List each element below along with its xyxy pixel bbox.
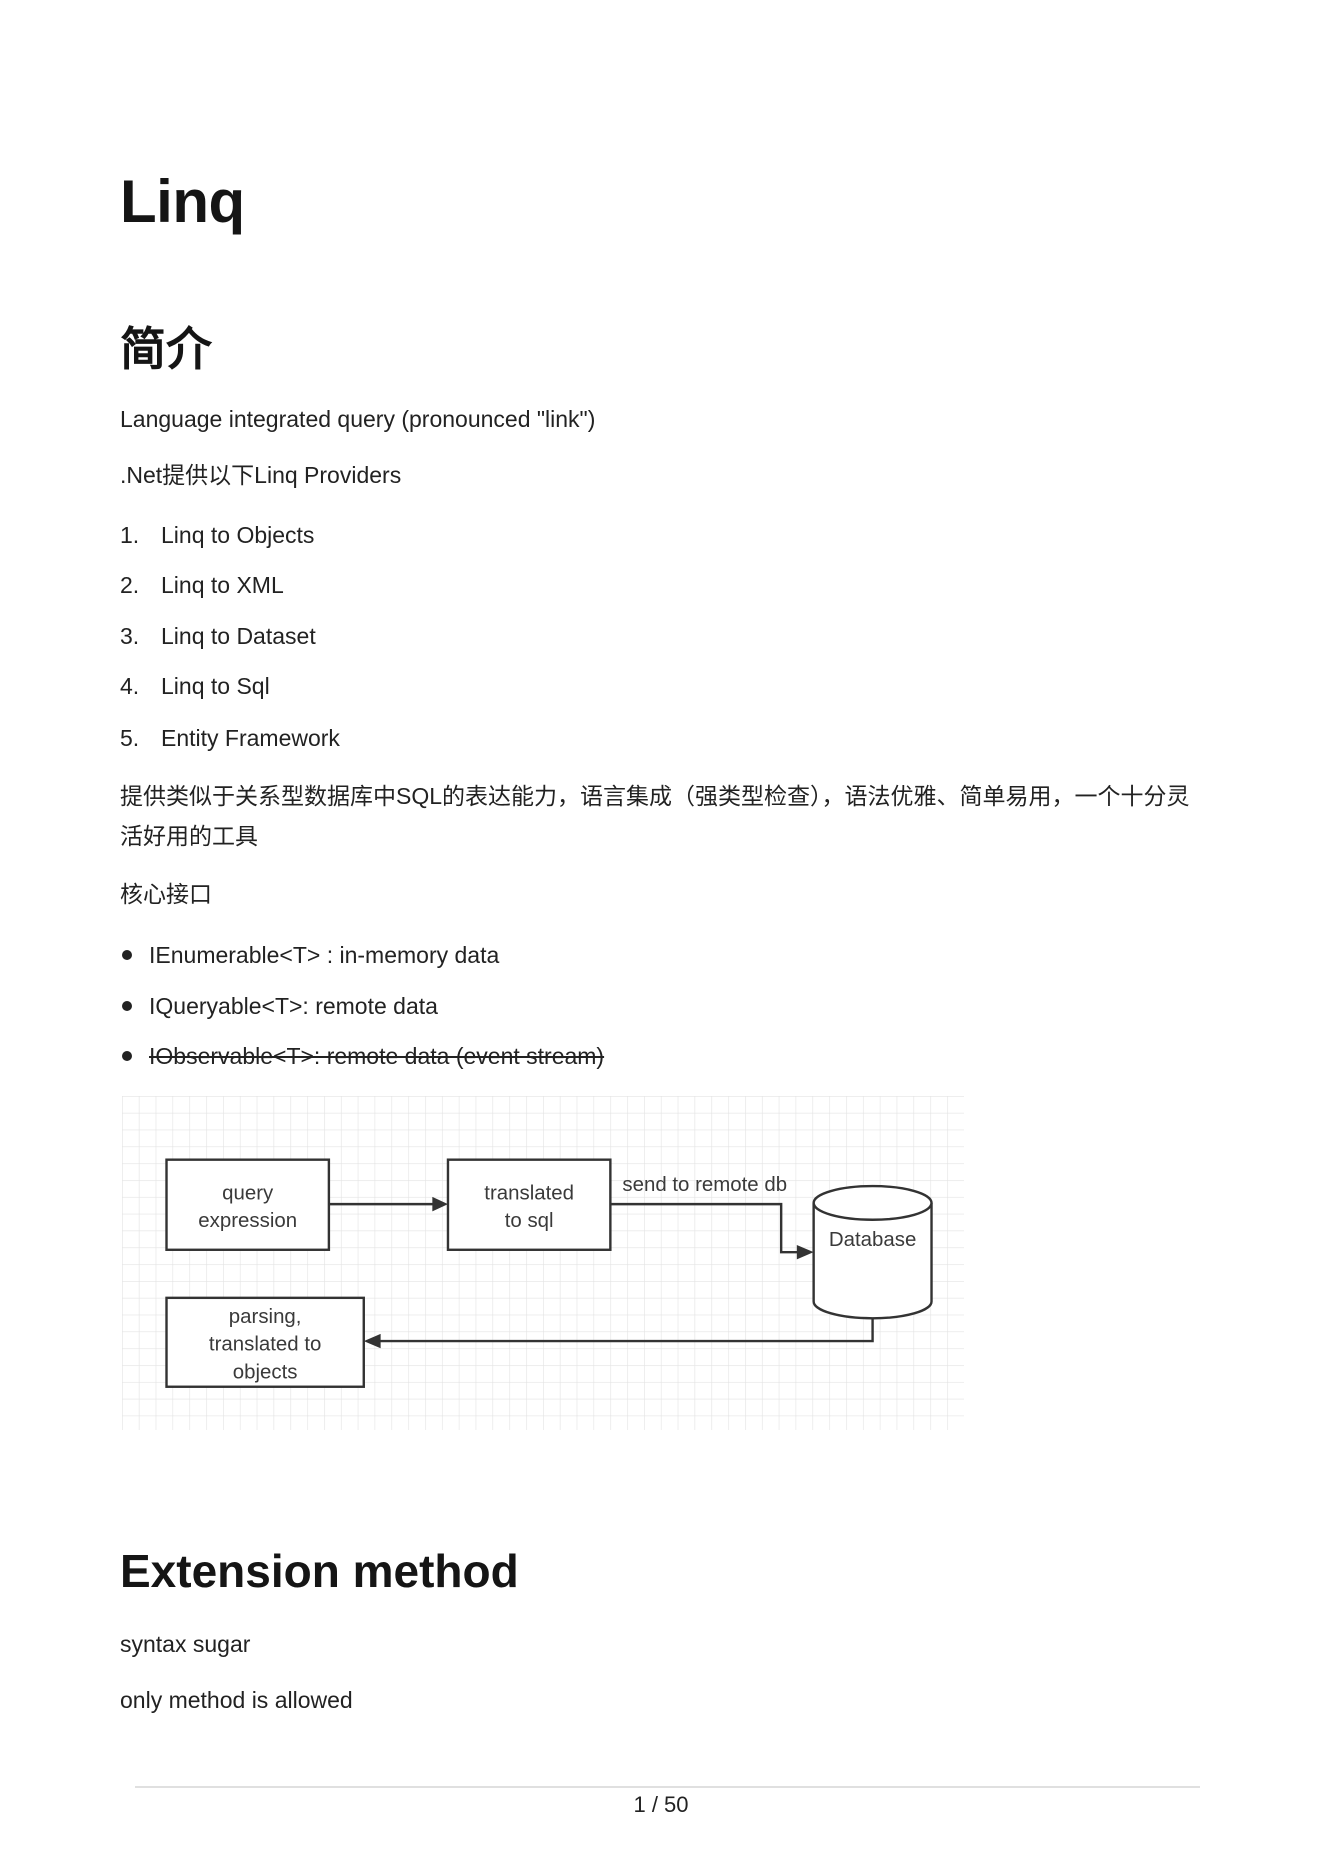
summary-paragraph: 提供类似于关系型数据库中SQL的表达能力，语言集成（强类型检查），语法优雅、简单…	[120, 783, 1190, 849]
list-number: 4.	[120, 673, 140, 699]
list-item-text: Linq to XML	[161, 572, 284, 598]
footer-divider	[135, 1786, 1200, 1788]
page-title: Linq	[120, 168, 245, 235]
linq-flow-diagram: query expression translated to sql send …	[122, 1096, 964, 1430]
list-item-text: Entity Framework	[161, 725, 340, 751]
section-heading-extension-method: Extension method	[120, 1545, 519, 1597]
definition-paragraph: Language integrated query (pronounced "l…	[120, 406, 596, 432]
list-number: 2.	[120, 572, 140, 598]
extension-paragraph: syntax sugar	[120, 1631, 251, 1657]
section-heading-intro: 简介	[120, 323, 212, 375]
query-expression-box: query expression	[165, 1158, 331, 1251]
box-label: to sql	[505, 1210, 554, 1232]
send-to-remote-db-label: send to remote db	[622, 1174, 787, 1196]
list-number: 3.	[120, 623, 140, 649]
list-item-text: IQueryable<T>: remote data	[149, 993, 438, 1019]
box-label: expression	[198, 1210, 297, 1232]
box-label: translated to	[209, 1334, 321, 1356]
arrow-left-icon	[363, 1318, 874, 1349]
box-label: objects	[233, 1361, 298, 1383]
page-number: 1 / 50	[633, 1792, 689, 1817]
list-item-text: IObservable<T>: remote data (event strea…	[149, 1043, 605, 1069]
translate-to-sql-box: translated to sql	[446, 1158, 612, 1251]
list-item-text: Linq to Objects	[161, 522, 315, 548]
bullet-icon	[122, 1001, 132, 1011]
core-interfaces-label: 核心接口	[120, 881, 212, 907]
database-label: Database	[829, 1229, 916, 1251]
box-label: parsing,	[229, 1306, 302, 1328]
list-item-text: Linq to Sql	[161, 673, 270, 699]
arrow-right-icon	[328, 1196, 448, 1212]
extension-paragraph: only method is allowed	[120, 1687, 353, 1713]
database-icon: Database	[812, 1184, 933, 1320]
box-label: query	[222, 1182, 274, 1204]
list-item-text: IEnumerable<T> : in-memory data	[149, 942, 500, 968]
box-label: translated	[484, 1182, 574, 1204]
list-number: 1.	[120, 522, 140, 548]
bullet-icon	[122, 1051, 132, 1061]
providers-intro-paragraph: .Net提供以下Linq Providers	[120, 462, 402, 488]
bullet-icon	[122, 950, 132, 960]
list-number: 5.	[120, 725, 140, 751]
arrow-right-icon	[610, 1202, 814, 1260]
list-item-text: Linq to Dataset	[161, 623, 316, 649]
parsing-box: parsing, translated to objects	[165, 1296, 365, 1388]
